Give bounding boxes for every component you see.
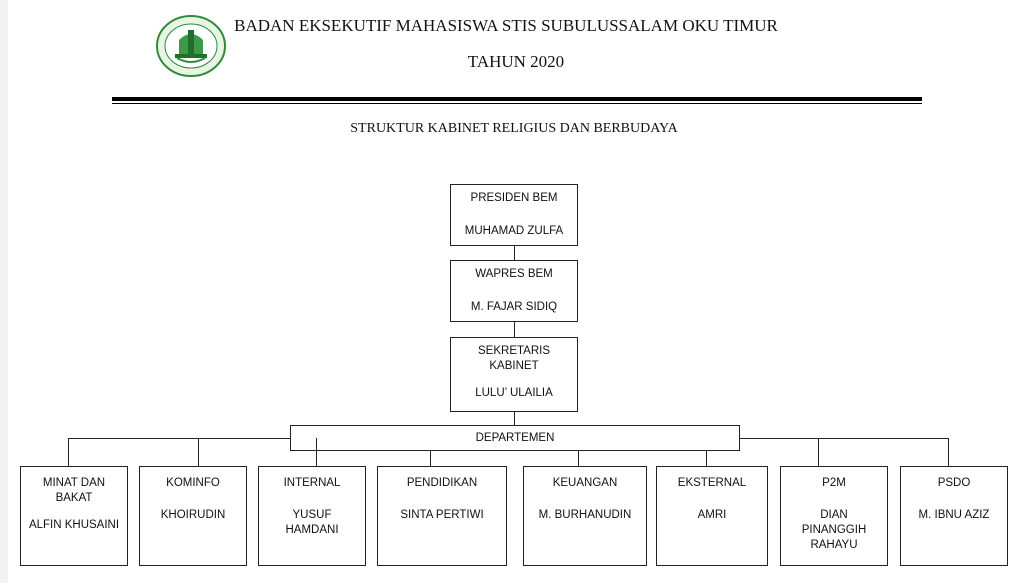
drop-line bbox=[68, 438, 69, 466]
president-name: MUHAMAD ZULFA bbox=[464, 225, 564, 237]
department-box-psdo: PSDO M. IBNU AZIZ bbox=[900, 466, 1008, 566]
drop-line bbox=[316, 438, 317, 466]
drop-line bbox=[430, 451, 431, 466]
vice-president-name: M. FAJAR SIDIQ bbox=[470, 301, 558, 313]
president-box: PRESIDEN BEM MUHAMAD ZULFA bbox=[450, 184, 578, 246]
secretary-name: LULU’ ULAILIA bbox=[475, 387, 553, 399]
secretary-role-line1: SEKRETARIS bbox=[478, 345, 550, 357]
header-rule-thin bbox=[112, 103, 922, 104]
department-name-line2: BAKAT bbox=[55, 492, 93, 504]
departemen-box: DEPARTEMEN bbox=[290, 425, 740, 451]
department-name: INTERNAL bbox=[283, 477, 341, 489]
drop-line bbox=[198, 438, 199, 466]
department-box-keuangan: KEUANGAN M. BURHANUDIN bbox=[523, 466, 647, 566]
connector-president-wapres bbox=[514, 246, 515, 260]
header-rule-thick bbox=[112, 97, 922, 101]
department-head: M. IBNU AZIZ bbox=[918, 509, 990, 521]
department-box-eksternal: EKSTERNAL AMRI bbox=[656, 466, 768, 566]
department-box-p2m: P2M DIAN PINANGGIH RAHAYU bbox=[780, 466, 888, 566]
connector-secretary-departemen bbox=[514, 412, 515, 425]
department-box-kominfo: KOMINFO KHOIRUDIN bbox=[139, 466, 247, 566]
organization-name: BADAN EKSEKUTIF MAHASISWA STIS SUBULUSSA… bbox=[234, 16, 778, 35]
departemen-label: DEPARTEMEN bbox=[475, 432, 555, 444]
department-head-line2: HAMDANI bbox=[285, 524, 339, 536]
vice-president-box: WAPRES BEM M. FAJAR SIDIQ bbox=[450, 260, 578, 322]
department-bus-line bbox=[68, 438, 290, 439]
drop-line bbox=[818, 438, 819, 466]
department-name: MINAT DAN bbox=[42, 477, 106, 489]
president-role: PRESIDEN BEM bbox=[470, 192, 558, 204]
bem-logo-icon bbox=[156, 15, 226, 77]
secretary-box: SEKRETARIS KABINET LULU’ ULAILIA bbox=[450, 337, 578, 412]
department-head: YUSUF bbox=[292, 509, 332, 521]
department-name: P2M bbox=[822, 477, 846, 489]
structure-title: STRUKTUR KABINET RELIGIUS DAN BERBUDAYA bbox=[350, 121, 678, 136]
department-head: ALFIN KHUSAINI bbox=[28, 519, 120, 531]
department-name: PENDIDIKAN bbox=[406, 477, 478, 489]
department-box-minat-bakat: MINAT DAN BAKAT ALFIN KHUSAINI bbox=[20, 466, 128, 566]
department-bus-line-right bbox=[740, 438, 948, 439]
document-page: BADAN EKSEKUTIF MAHASISWA STIS SUBULUSSA… bbox=[8, 0, 1024, 583]
department-box-pendidikan: PENDIDIKAN SINTA PERTIWI bbox=[377, 466, 507, 566]
connector-wapres-secretary bbox=[514, 322, 515, 337]
department-name: KEUANGAN bbox=[552, 477, 618, 489]
department-name: PSDO bbox=[937, 477, 971, 489]
department-name: EKSTERNAL bbox=[677, 477, 747, 489]
department-name: KOMINFO bbox=[166, 477, 220, 489]
department-box-internal: INTERNAL YUSUF HAMDANI bbox=[258, 466, 366, 566]
drop-line bbox=[578, 451, 579, 466]
department-head: AMRI bbox=[697, 509, 727, 521]
department-head-line3: RAHAYU bbox=[810, 539, 858, 551]
department-head: DIAN bbox=[820, 509, 848, 521]
secretary-role-line2: KABINET bbox=[489, 360, 539, 372]
department-head-line2: PINANGGIH bbox=[801, 524, 867, 536]
drop-line bbox=[706, 451, 707, 466]
document-year: TAHUN 2020 bbox=[467, 52, 565, 71]
drop-line bbox=[948, 438, 949, 466]
department-head: KHOIRUDIN bbox=[160, 509, 226, 521]
vice-president-role: WAPRES BEM bbox=[475, 268, 553, 280]
department-head: SINTA PERTIWI bbox=[400, 509, 484, 521]
department-head: M. BURHANUDIN bbox=[538, 509, 632, 521]
